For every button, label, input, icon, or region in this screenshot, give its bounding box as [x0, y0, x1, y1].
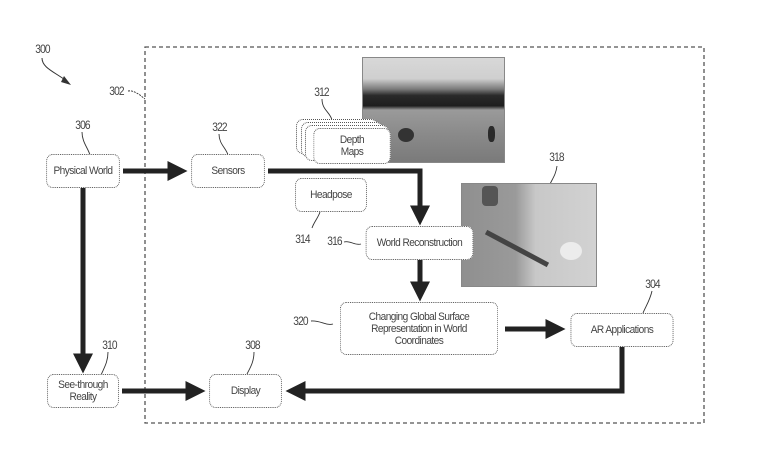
physical-world-label: Physical World: [53, 165, 113, 177]
ref-316: 316: [327, 234, 342, 248]
ref-312: 312: [314, 85, 329, 99]
ref-310: 310: [102, 338, 117, 352]
boundary-leader: [127, 90, 146, 100]
sensors-label: Sensors: [211, 165, 245, 177]
surface-representation-node: Changing Global Surface Representation i…: [339, 302, 499, 355]
leader-304: [642, 290, 653, 314]
edge-ar-to-display: [285, 347, 625, 401]
system-boundary: [144, 46, 705, 424]
see-through-reality-line-2: Reality: [69, 391, 97, 403]
leader-314: [311, 211, 321, 229]
leader-322: [218, 133, 229, 156]
leader-308: [246, 351, 255, 375]
leader-320: [310, 320, 334, 325]
display-node: Display: [209, 374, 282, 408]
see-through-reality-node: See-through Reality: [47, 374, 119, 408]
figure-leader-arrowhead: [61, 76, 71, 85]
headpose-node: Headpose: [295, 178, 367, 212]
see-through-reality-line-1: See-through: [58, 379, 108, 391]
surface-representation-line-1: Changing Global Surface: [368, 310, 470, 323]
depth-shadow-blob: [398, 128, 414, 142]
depth-maps-node: Depth Maps: [313, 128, 391, 164]
figure-ref-300: 300: [35, 42, 50, 56]
leader-306: [81, 131, 91, 156]
headpose-label: Headpose: [310, 189, 352, 201]
boundary-ref-302: 302: [109, 84, 124, 98]
sensors-node: Sensors: [191, 154, 265, 188]
leader-316: [343, 241, 362, 245]
recon-bright-patch: [560, 242, 582, 260]
world-reconstruction-label: World Reconstruction: [376, 237, 463, 249]
ar-applications-node: AR Applications: [570, 313, 674, 347]
recon-diagonal-edge: [484, 229, 550, 268]
ref-322: 322: [212, 120, 227, 134]
depth-shadow-blob: [488, 126, 495, 142]
leader-310: [100, 351, 109, 376]
physical-world-node: Physical World: [46, 154, 120, 188]
ref-308: 308: [245, 338, 260, 352]
ref-314: 314: [295, 232, 310, 246]
leader-312: [321, 98, 333, 121]
ref-306: 306: [75, 118, 90, 132]
surface-representation-line-2: Representation in World: [371, 322, 467, 335]
ref-318: 318: [549, 150, 564, 164]
display-label: Display: [230, 385, 261, 397]
surface-representation-line-3: Coordinates: [394, 334, 444, 347]
ref-304: 304: [645, 277, 660, 291]
recon-dark-patch: [482, 186, 498, 206]
depth-maps-label-line-1: Depth: [339, 134, 365, 146]
world-reconstruction-image: [461, 183, 597, 287]
ar-applications-label: AR Applications: [590, 324, 654, 336]
depth-maps-label-line-2: Maps: [340, 146, 364, 158]
leader-318: [549, 165, 558, 185]
edge-sensors-to-reconstruction: [268, 168, 430, 226]
ref-320: 320: [293, 314, 308, 328]
world-reconstruction-node: World Reconstruction: [365, 226, 474, 260]
